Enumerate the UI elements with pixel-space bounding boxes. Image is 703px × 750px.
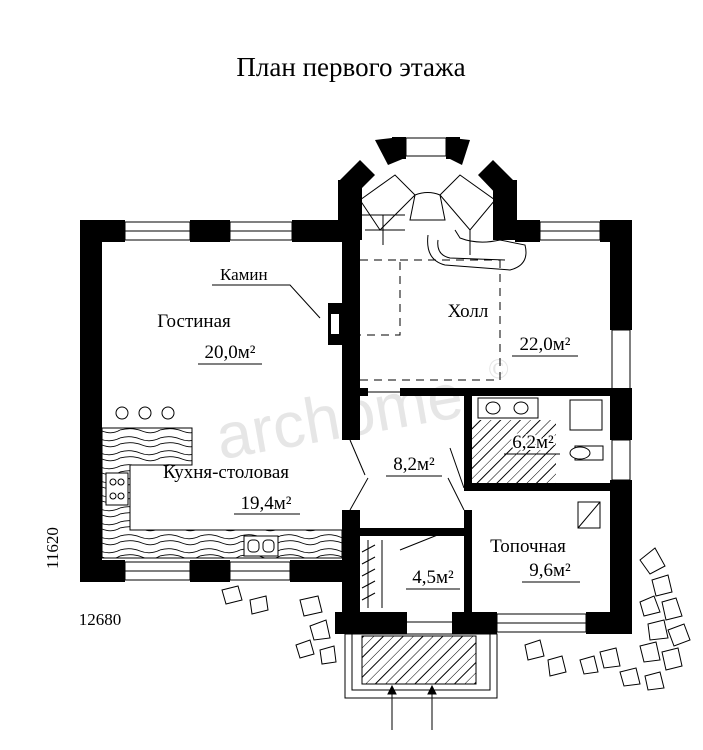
room-name-boiler: Топочная [490, 536, 566, 557]
room-area-kitchen: 19,4м² [241, 493, 292, 514]
dimension-height: 11620 [43, 527, 62, 569]
room-area-bathroom: 6,2м² [512, 432, 554, 453]
doors [349, 391, 465, 623]
room-area-boiler: 9,6м² [529, 560, 571, 581]
callout-fireplace: Камин [220, 265, 268, 284]
kitchen-counter [101, 406, 343, 559]
watermark-symbol: © [488, 354, 509, 385]
room-name-hall: Холл [448, 301, 489, 322]
plan-title: План первого этажа [236, 52, 465, 82]
room-name-living: Гостиная [157, 311, 231, 332]
room-area-living: 20,0м² [205, 342, 256, 363]
room-area-vestibule: 8,2м² [393, 454, 435, 475]
staircase [359, 174, 527, 381]
porch [344, 633, 498, 730]
room-area-hall: 22,0м² [520, 334, 571, 355]
bathroom-fixtures [477, 397, 604, 461]
room-area-closet: 4,5м² [412, 567, 454, 588]
walls [80, 137, 632, 634]
bathroom-tiles [472, 420, 556, 483]
fireplace [328, 303, 342, 345]
room-name-kitchen: Кухня-столовая [163, 462, 289, 483]
closet-shelves [361, 540, 383, 608]
paving-stones [221, 547, 691, 691]
windows [124, 137, 631, 633]
fireplace-leader [212, 284, 321, 319]
dimension-width: 12680 [79, 610, 122, 629]
boiler [577, 501, 601, 529]
